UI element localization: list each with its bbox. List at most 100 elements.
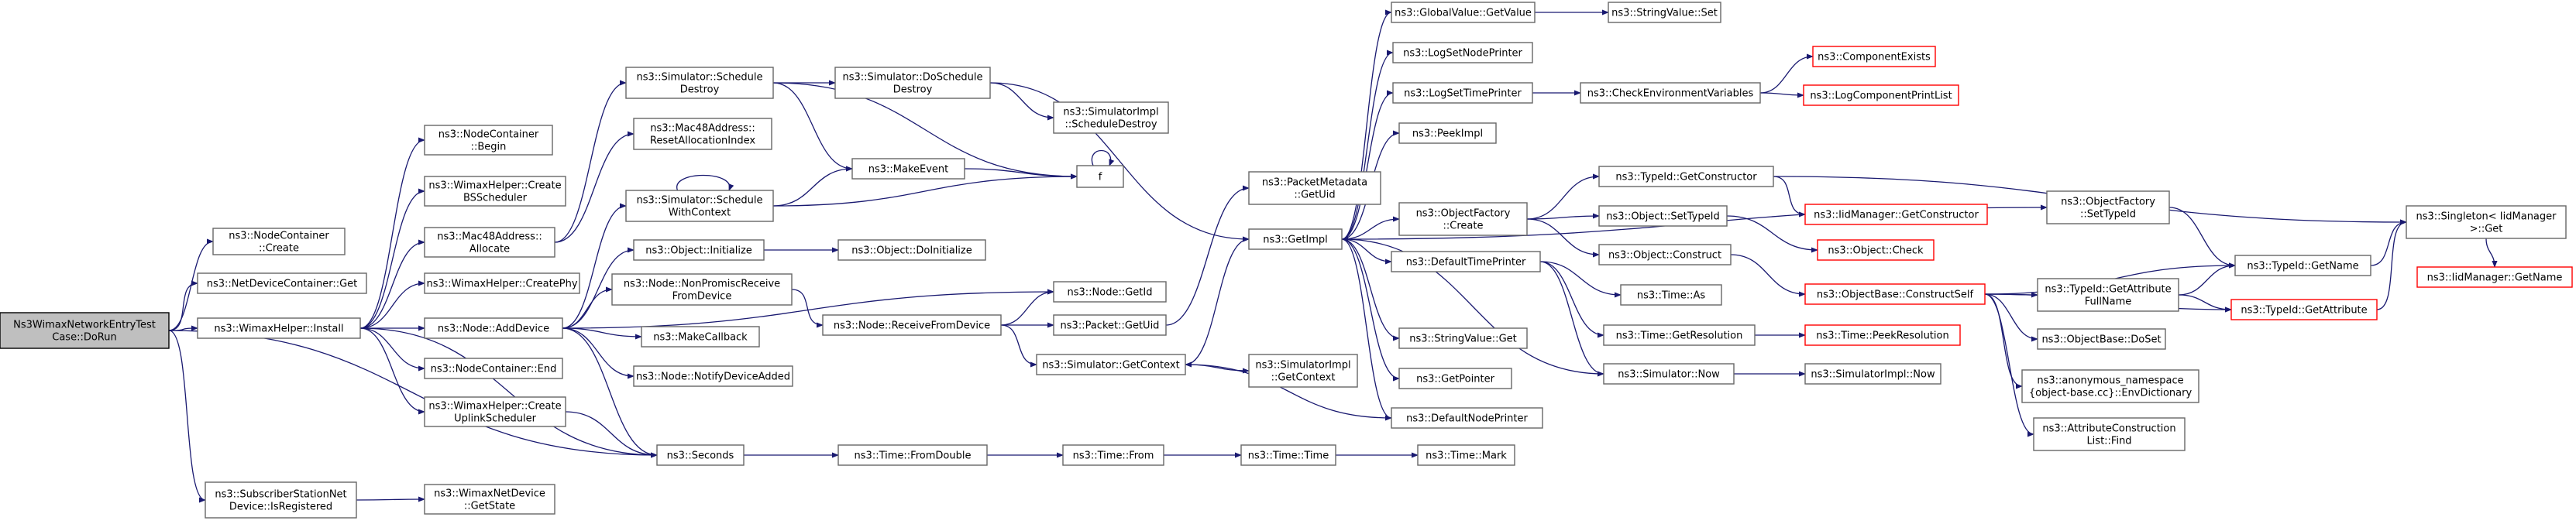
node-ssnd-isreg[interactable]: ns3::SubscriberStationNetDevice::IsRegis… <box>205 481 357 519</box>
node-time-peekres[interactable]: ns3::Time::PeekResolution <box>1804 324 1961 346</box>
node-compexists[interactable]: ns3::ComponentExists <box>1812 46 1936 67</box>
node-box <box>834 67 991 99</box>
node-node-adddev[interactable]: ns3::Node::AddDevice <box>424 317 563 339</box>
call-edge-node_adddev-to-node_nonprom <box>562 286 613 329</box>
node-simimpl-now[interactable]: ns3::SimulatorImpl::Now <box>1804 363 1941 385</box>
node-simimpl-getctx[interactable]: ns3::SimulatorImpl::GetContext <box>1248 354 1358 388</box>
node-time-getres[interactable]: ns3::Time::GetResolution <box>1603 324 1756 346</box>
node-label: ns3::SimulatorImpl::Now <box>1811 369 1935 381</box>
node-getpointer[interactable]: ns3::GetPointer <box>1398 368 1512 389</box>
node-obj-settypeid[interactable]: ns3::Object::SetTypeId <box>1598 205 1728 227</box>
node-obj-init[interactable]: ns3::Object::Initialize <box>633 239 765 261</box>
node-box <box>424 176 566 207</box>
node-sv-set[interactable]: ns3::StringValue::Set <box>1608 2 1721 23</box>
node-obj-check[interactable]: ns3::Object::Check <box>1817 239 1935 261</box>
node-box <box>1398 202 1528 236</box>
node-anon-envdict[interactable]: ns3::anonymous_namespace{object-base.cc}… <box>2021 369 2199 403</box>
node-makecallback[interactable]: ns3::MakeCallback <box>641 326 760 348</box>
node-objfact-settid[interactable]: ns3::ObjectFactory::SetTypeId <box>2046 190 2170 224</box>
node-wnd-getstate[interactable]: ns3::WimaxNetDevice::GetState <box>424 484 555 515</box>
node-label: ns3::NodeContainer <box>439 129 539 141</box>
node-box <box>633 365 793 387</box>
node-time-time[interactable]: ns3::Time::Time <box>1240 444 1336 466</box>
node-packet-getuid[interactable]: ns3::Packet::GetUid <box>1053 314 1167 336</box>
node-mac-reset[interactable]: ns3::Mac48Address::ResetAllocationIndex <box>633 118 772 150</box>
node-obj-doinit[interactable]: ns3::Object::DoInitialize <box>837 239 986 261</box>
node-time-fromdouble[interactable]: ns3::Time::FromDouble <box>837 444 988 466</box>
node-label: ns3::Time::Time <box>1248 450 1329 462</box>
node-wh-install[interactable]: ns3::WimaxHelper::Install <box>197 317 361 339</box>
node-peekimpl[interactable]: ns3::PeekImpl <box>1398 122 1497 144</box>
node-label: f <box>1099 172 1102 183</box>
node-f[interactable]: f <box>1076 165 1124 188</box>
node-box <box>1248 171 1381 205</box>
call-edge-defnodeprinter-to-sim_getctx <box>1185 361 1392 419</box>
node-box <box>1580 82 1761 104</box>
node-ndc-get[interactable]: ns3::NetDeviceContainer::Get <box>197 272 367 294</box>
node-makeevent[interactable]: ns3::MakeEvent <box>851 158 965 180</box>
node-tid-getname[interactable]: ns3::TypeId::GetName <box>2234 255 2371 276</box>
node-singleton-get[interactable]: ns3::Singleton< IidManager >::Get <box>2406 205 2567 239</box>
node-label: FullName <box>2085 296 2132 308</box>
node-node-recv[interactable]: ns3::Node::ReceiveFromDevice <box>822 314 1002 336</box>
node-label: ::SetTypeId <box>2080 209 2136 221</box>
node-sim-schedestroy[interactable]: ns3::Simulator::ScheduleDestroy <box>625 67 774 99</box>
call-edge-makeevent-to-f <box>964 168 1078 180</box>
node-tid-getattr[interactable]: ns3::TypeId::GetAttribute <box>2230 299 2378 320</box>
node-nc-begin[interactable]: ns3::NodeContainer::Begin <box>424 125 553 156</box>
node-obj-construct[interactable]: ns3::Object::Construct <box>1598 244 1732 265</box>
node-node-getid[interactable]: ns3::Node::GetId <box>1053 281 1167 303</box>
node-box <box>1248 354 1358 388</box>
node-time-as[interactable]: ns3::Time::As <box>1620 284 1722 306</box>
node-label: ns3::LogComponentPrintList <box>1810 91 1952 102</box>
node-pm-getuid[interactable]: ns3::PacketMetadata::GetUid <box>1248 171 1381 205</box>
node-tid-getctor[interactable]: ns3::TypeId::GetConstructor <box>1598 166 1774 187</box>
node-iidmgr-getname[interactable]: ns3::IidManager::GetName <box>2416 266 2573 288</box>
node-iidmgr-getctor[interactable]: ns3::IidManager::GetConstructor <box>1804 204 1988 225</box>
node-simimpl-schdest[interactable]: ns3::SimulatorImpl::ScheduleDestroy <box>1053 101 1169 134</box>
node-checkenv[interactable]: ns3::CheckEnvironmentVariables <box>1580 82 1761 104</box>
call-edge-objfact_settid-to-tid_getname <box>2168 207 2236 269</box>
node-logsettime[interactable]: ns3::LogSetTimePrinter <box>1392 82 1533 104</box>
node-sim-now[interactable]: ns3::Simulator::Now <box>1603 363 1735 385</box>
node-deftimeprinter[interactable]: ns3::DefaultTimePrinter <box>1391 251 1541 272</box>
call-edge-f-to-f <box>1091 149 1115 166</box>
node-box <box>424 358 563 379</box>
node-objbase-doset[interactable]: ns3::ObjectBase::DoSet <box>2037 328 2166 350</box>
node-nc-end[interactable]: ns3::NodeContainer::End <box>424 358 563 379</box>
node-mac-alloc[interactable]: ns3::Mac48Address::Allocate <box>424 227 555 258</box>
node-logsetnode[interactable]: ns3::LogSetNodePrinter <box>1392 42 1533 63</box>
call-edge-objbase_cs-to-objbase_doset <box>1984 293 2038 342</box>
node-label: ns3::StringValue::Set <box>1611 8 1718 19</box>
node-label: ns3::WimaxHelper::Install <box>214 324 343 335</box>
node-wh-createphy[interactable]: ns3::WimaxHelper::CreatePhy <box>424 272 580 294</box>
node-getimpl[interactable]: ns3::GetImpl <box>1248 228 1343 250</box>
call-edge-node_adddev-to-node_notify <box>562 327 635 379</box>
node-defnodeprinter[interactable]: ns3::DefaultNodePrinter <box>1391 407 1543 429</box>
node-node-notify[interactable]: ns3::Node::NotifyDeviceAdded <box>633 365 793 387</box>
node-box <box>2037 278 2179 312</box>
node-time-mark[interactable]: ns3::Time::Mark <box>1417 444 1515 466</box>
node-logcomplist[interactable]: ns3::LogComponentPrintList <box>1803 84 1959 106</box>
node-sv-get[interactable]: ns3::StringValue::Get <box>1398 327 1528 349</box>
node-sim-getctx[interactable]: ns3::Simulator::GetContext <box>1036 354 1186 375</box>
node-time-from[interactable]: ns3::Time::From <box>1062 444 1164 466</box>
node-label: FromDevice <box>672 291 732 303</box>
node-label: {object-base.cc}::EnvDictionary <box>2029 388 2193 399</box>
call-edge-mac_alloc-to-sim_schedestroy <box>554 80 627 243</box>
node-objfact-create[interactable]: ns3::ObjectFactory::Create <box>1398 202 1528 236</box>
node-box <box>656 444 745 466</box>
node-nc-create[interactable]: ns3::NodeContainer::Create <box>212 228 346 255</box>
node-gv-getvalue[interactable]: ns3::GlobalValue::GetValue <box>1391 2 1536 23</box>
node-seconds[interactable]: ns3::Seconds <box>656 444 745 466</box>
node-objbase-cs[interactable]: ns3::ObjectBase::ConstructSelf <box>1804 283 1986 305</box>
node-box <box>1812 46 1936 67</box>
